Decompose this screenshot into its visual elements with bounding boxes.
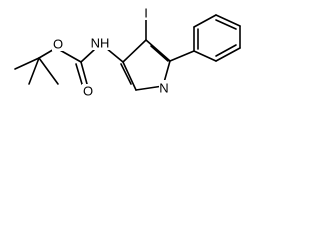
atom-label-nh: NH — [91, 36, 110, 51]
bond-c-nh — [105, 47, 124, 63]
bond-c-o-double — [75, 63, 83, 85]
bond — [122, 39, 147, 63]
bond-c-o-double — [80, 61, 88, 85]
bond — [215, 47, 241, 62]
bond-methyl — [14, 57, 40, 70]
bond-nh-c — [80, 49, 95, 63]
pyridine-ring — [120, 39, 171, 91]
bond — [169, 50, 195, 62]
atom-ester-o: O — [52, 37, 64, 52]
bond — [150, 45, 169, 62]
atom-nh: NH — [90, 36, 110, 51]
atom-label-pyridine-n: N — [159, 81, 168, 96]
bond-c-o-ester — [57, 48, 82, 63]
bond — [215, 19, 237, 30]
bond-methyl — [38, 57, 59, 85]
atom-carbonyl-o: O — [82, 84, 94, 99]
bond — [193, 14, 217, 28]
bond — [215, 14, 241, 27]
bond-methyl — [28, 57, 40, 85]
bond — [145, 39, 171, 62]
bond — [215, 44, 237, 57]
chemical-structure-diagram: I NH N O O — [14, 6, 241, 99]
atom-pyridine-n: N — [159, 80, 170, 96]
bond — [122, 61, 137, 91]
atom-label-iodine: I — [144, 6, 148, 21]
bond — [135, 85, 164, 91]
atom-label-ester-o: O — [53, 37, 63, 52]
atom-label-carbonyl-o: O — [83, 84, 93, 99]
bond — [193, 50, 217, 62]
atom-iodine: I — [141, 6, 151, 21]
bond — [120, 63, 132, 85]
phenyl-ring — [169, 14, 241, 62]
